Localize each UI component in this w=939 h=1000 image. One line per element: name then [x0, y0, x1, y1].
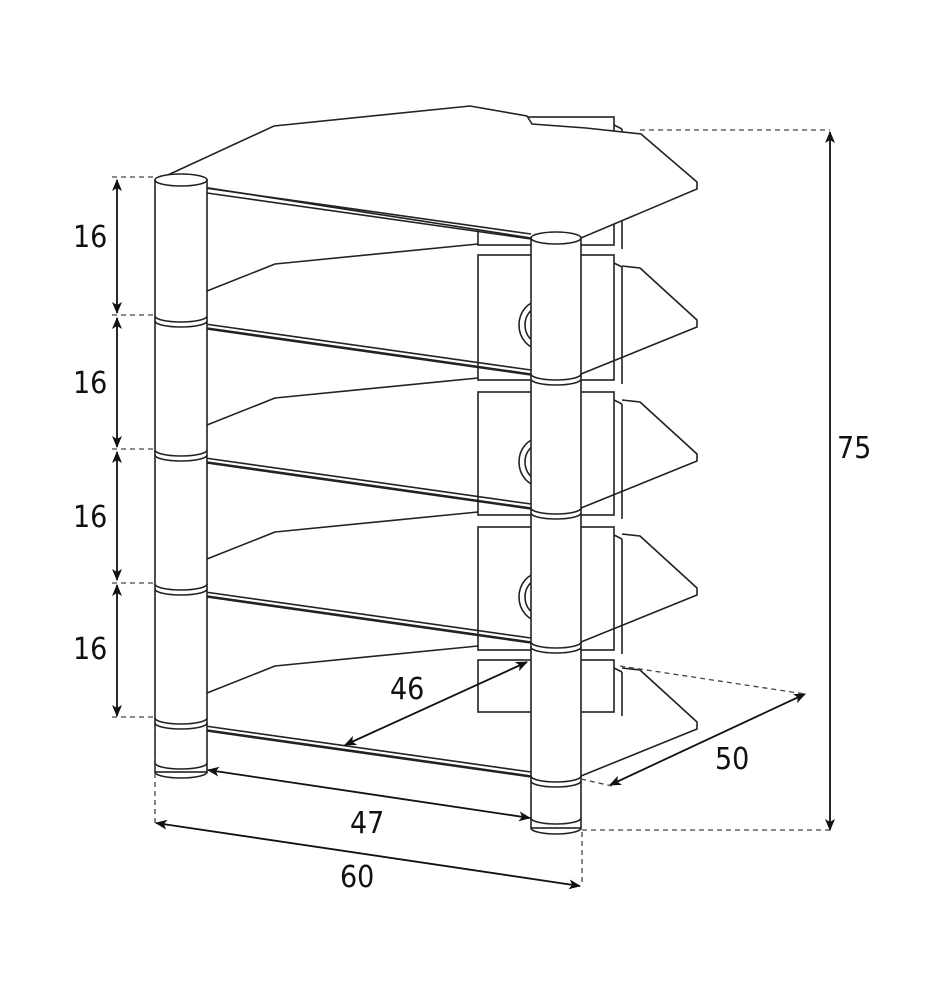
- right-post-cap: [530, 231, 582, 245]
- back-panel-edge: [613, 262, 623, 268]
- overall-width-arrow: [155, 819, 581, 890]
- total-height-label: 75: [837, 431, 871, 466]
- shelf-front-edge: [204, 323, 532, 376]
- shelf-front-edge: [204, 187, 532, 240]
- left-post-foot: [154, 771, 208, 779]
- glass-shelf-3: [206, 377, 698, 509]
- spacing-label-4: 16: [73, 632, 107, 667]
- post-collar: [154, 583, 208, 596]
- shelf-depth-label: 46: [390, 672, 424, 707]
- glass-shelf-4: [206, 511, 698, 643]
- spacing-label-3: 16: [73, 500, 107, 535]
- post-collar: [530, 373, 582, 386]
- overall-depth-label: 50: [715, 742, 749, 777]
- back-panel-edge: [613, 534, 623, 540]
- post-collar: [530, 641, 582, 654]
- shelf-front-edge: [204, 457, 532, 510]
- inner-width-label: 47: [350, 806, 384, 841]
- right-post: [530, 237, 582, 829]
- overall-depth-arrow: [609, 693, 806, 786]
- glass-shelf-2: [206, 243, 698, 375]
- post-collar: [154, 449, 208, 462]
- back-panel-edge: [613, 399, 623, 405]
- inner-width-arrow: [207, 766, 531, 822]
- back-panel-edge: [613, 124, 623, 130]
- foot-ring: [154, 762, 208, 770]
- dimension-labels: 16 16 16 16 75 46 50 47 60: [73, 220, 871, 895]
- overall-width-label: 60: [340, 860, 374, 895]
- left-post-cap: [154, 173, 208, 187]
- shelf-depth-arrow: [344, 661, 528, 746]
- post-collar: [154, 315, 208, 328]
- post-collar: [154, 717, 208, 730]
- dimension-lines: [112, 129, 835, 890]
- spacing-label-1: 16: [73, 220, 107, 255]
- right-post-foot: [530, 827, 582, 835]
- glass-shelf-5: [206, 645, 698, 777]
- rack: [154, 105, 698, 835]
- back-panel-edge: [613, 667, 623, 673]
- post-collar: [530, 507, 582, 520]
- post-collar: [530, 775, 582, 788]
- left-post: [154, 179, 208, 773]
- shelf-front-edge: [204, 591, 532, 644]
- spacing-label-2: 16: [73, 366, 107, 401]
